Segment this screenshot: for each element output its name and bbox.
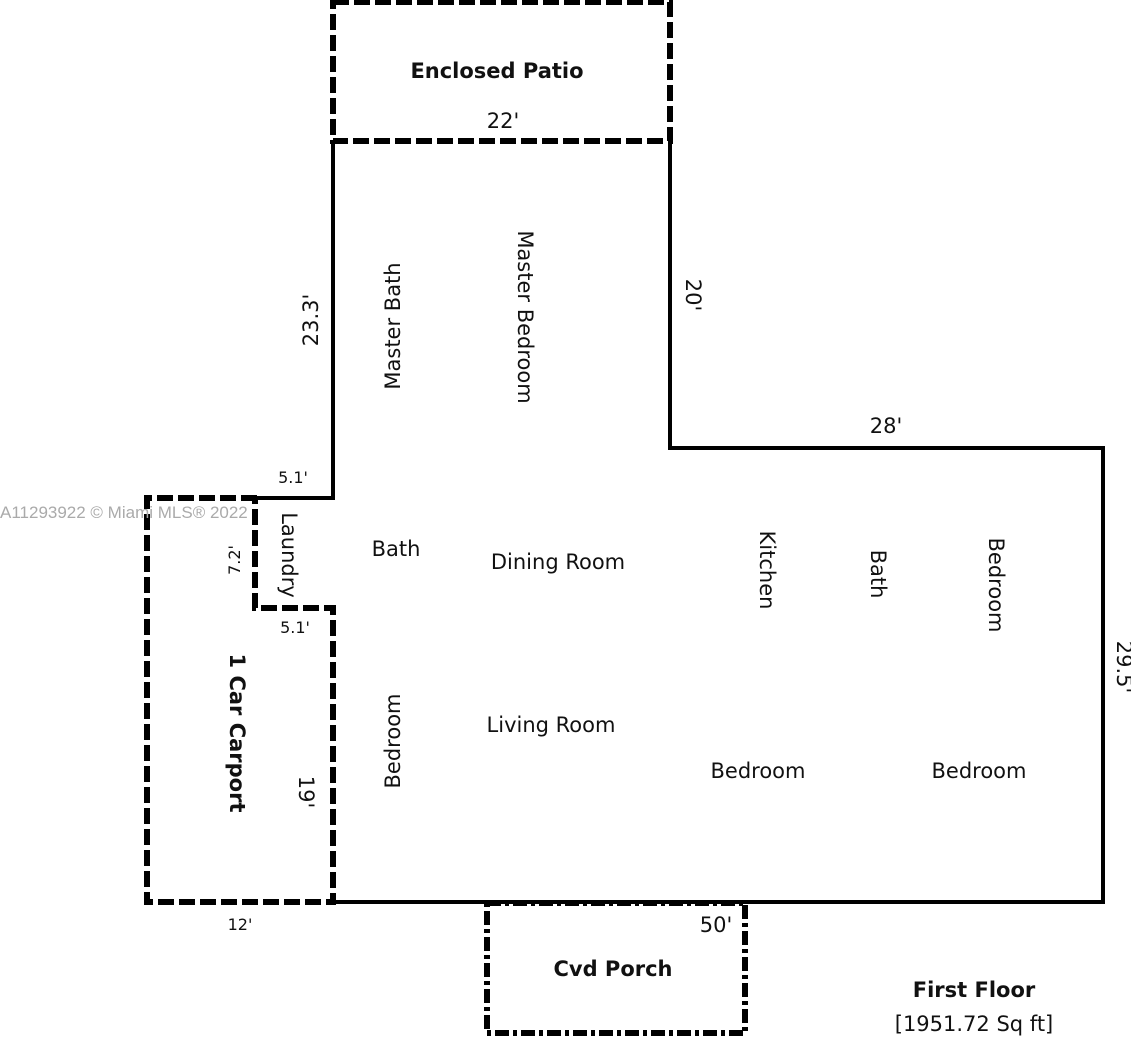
master-west-wall	[257, 141, 335, 500]
dim-south: 50'	[700, 913, 733, 937]
dim-carport-right: 19'	[294, 776, 318, 809]
dim-master-left: 23.3'	[299, 294, 323, 347]
room-living: Living Room	[487, 713, 616, 737]
room-kitchen: Kitchen	[755, 531, 779, 610]
room-bedroom-center: Bedroom	[711, 759, 806, 783]
dim-laundry-bottom: 5.1'	[280, 618, 310, 637]
dim-carport-bottom: 12'	[228, 915, 253, 934]
main-house-wall	[333, 141, 1105, 904]
room-bedroom-left: Bedroom	[381, 694, 405, 789]
room-master-bedroom: Master Bedroom	[513, 230, 537, 403]
room-bedroom-right: Bedroom	[932, 759, 1027, 783]
enclosed-patio-label: Enclosed Patio	[410, 59, 583, 83]
dim-master-right: 20'	[681, 279, 705, 312]
floor-area: [1951.72 Sq ft]	[895, 1012, 1054, 1036]
carport-outline	[144, 495, 336, 905]
dim-patio-width: 22'	[487, 109, 520, 133]
dim-laundry-left: 7.2'	[225, 545, 244, 575]
dim-east-top: 28'	[870, 414, 903, 438]
watermark: A11293922 © Miami MLS® 2022	[0, 503, 248, 522]
room-bath-left: Bath	[372, 537, 421, 561]
enclosed-patio-outline	[330, 0, 673, 144]
room-bath-right: Bath	[866, 550, 890, 599]
room-bedroom-top-right: Bedroom	[984, 538, 1008, 633]
room-master-bath: Master Bath	[381, 262, 405, 389]
dim-laundry-top: 5.1'	[278, 468, 308, 487]
carport-label: 1 Car Carport	[225, 654, 249, 813]
covered-porch-label: Cvd Porch	[553, 957, 672, 981]
room-dining: Dining Room	[491, 550, 625, 574]
covered-porch-outline	[484, 900, 748, 1036]
dim-east-right: 29.5'	[1112, 641, 1131, 694]
room-laundry: Laundry	[277, 512, 301, 598]
floor-title: First Floor	[913, 978, 1036, 1002]
